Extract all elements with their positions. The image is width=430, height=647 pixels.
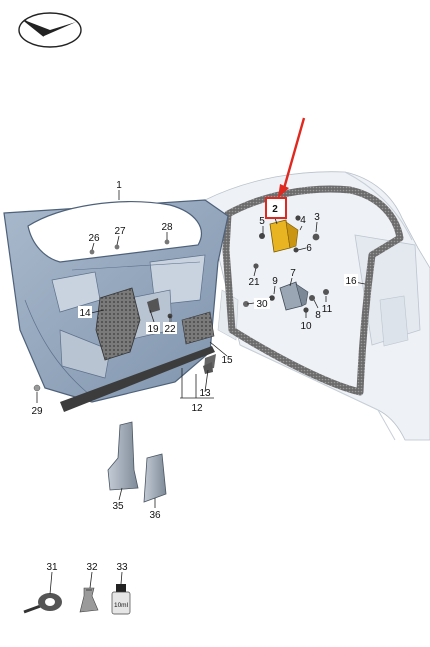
callout-1: 1	[116, 180, 122, 191]
brand-logo	[18, 12, 82, 48]
callout-4: 4	[300, 215, 306, 226]
leader-lines	[36, 190, 366, 595]
callout-15: 15	[221, 355, 233, 366]
callout-29: 29	[31, 406, 43, 417]
bottle-label: 10ml	[114, 602, 129, 609]
callout-7: 7	[290, 268, 296, 279]
callout-16: 16	[345, 276, 357, 287]
callout-12-group: 12	[191, 403, 203, 414]
callout-28: 28	[161, 222, 173, 233]
callout-13: 13	[199, 388, 211, 399]
door-moulding	[60, 346, 215, 412]
callout-9: 9	[272, 276, 278, 287]
callout-27: 27	[114, 226, 126, 237]
callout-36: 36	[149, 510, 161, 521]
callout-8: 8	[315, 310, 321, 321]
callout-22: 22	[164, 324, 176, 335]
callout-6: 6	[306, 243, 312, 254]
highlight-arrow	[281, 117, 306, 193]
door-fasteners	[33, 239, 213, 392]
wedge-part-35	[107, 421, 139, 491]
door-seal	[222, 185, 404, 396]
callout-21: 21	[248, 277, 260, 288]
callout-26: 26	[88, 233, 100, 244]
highlight-box	[265, 197, 287, 219]
callout-32: 32	[86, 562, 98, 573]
callout-5: 5	[259, 216, 265, 227]
callout-12: 12	[191, 403, 203, 414]
upper-hinge	[259, 215, 320, 253]
sound-insulation-pad	[95, 287, 141, 361]
callout-14: 14	[79, 308, 91, 319]
foam-pad	[181, 311, 215, 345]
callout-2: 2	[272, 204, 278, 215]
grease-pouch	[79, 587, 99, 613]
callout-33: 33	[116, 562, 128, 573]
adhesive-tape-roll	[23, 593, 62, 614]
callout-3: 3	[314, 212, 320, 223]
lower-hinge	[243, 263, 329, 313]
callout-35: 35	[112, 501, 124, 512]
callout-30: 30	[256, 299, 268, 310]
callout-19: 19	[147, 324, 159, 335]
fluid-bottle	[111, 584, 131, 615]
wedge-part-36	[143, 453, 167, 503]
callout-31: 31	[46, 562, 58, 573]
callout-11: 11	[322, 304, 333, 315]
callout-10: 10	[300, 321, 312, 332]
